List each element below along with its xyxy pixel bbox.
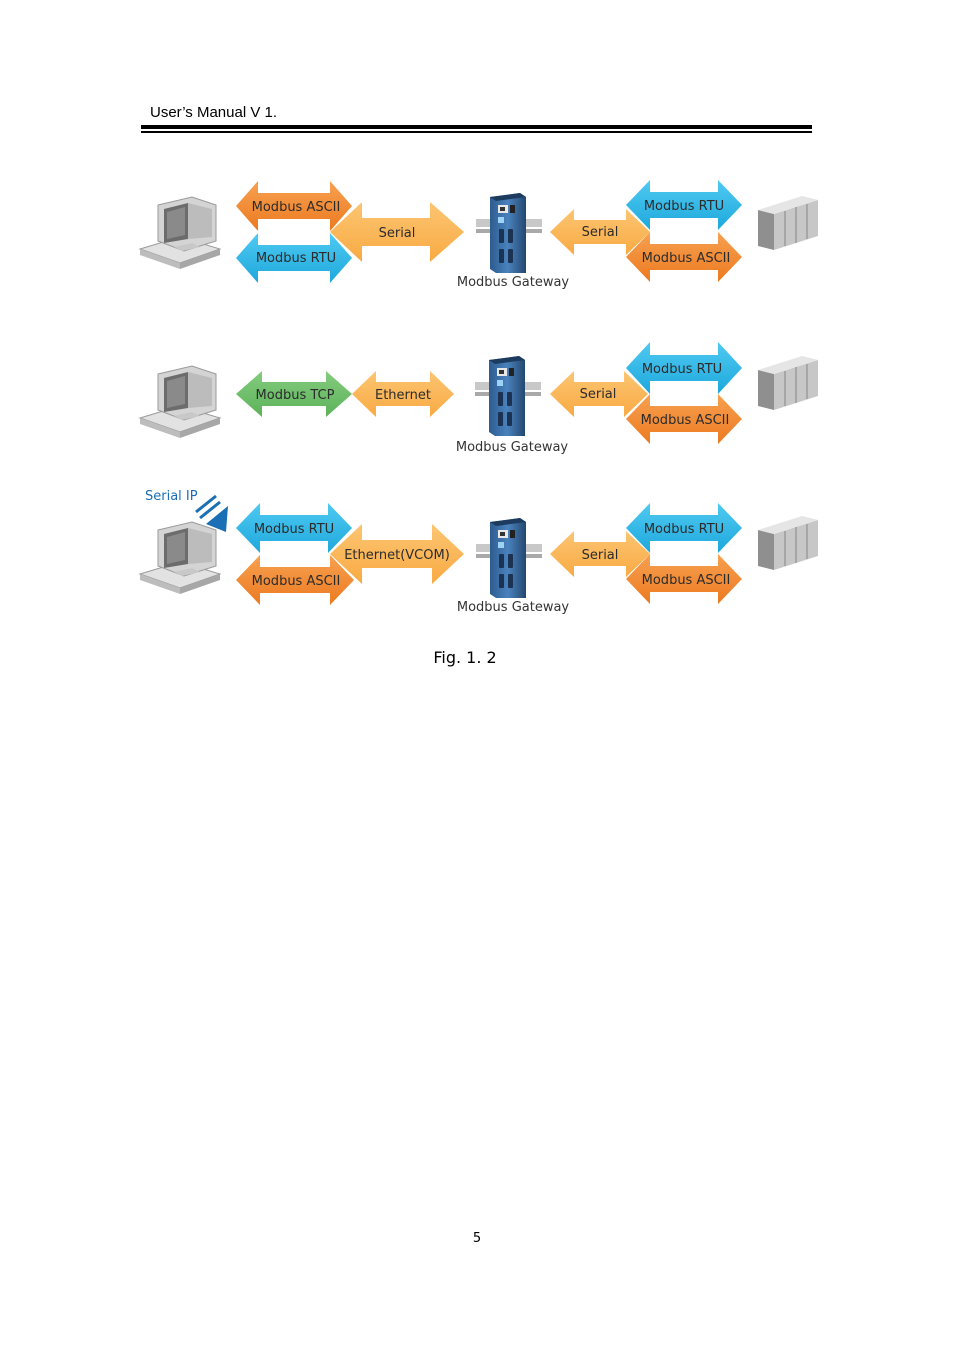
label-modbus-rtu: Modbus RTU [256,251,336,266]
arrow-middle: Ethernet(VCOM) [330,524,464,584]
label-modbus-ascii: Modbus ASCII [252,574,341,589]
header-rule [141,125,812,129]
arrow-right-top: Modbus RTU [626,342,742,394]
header-title: User’s Manual V 1. [150,104,278,121]
arrow-left-bottom: Modbus RTU [236,233,352,283]
header-rule-thin [141,131,812,133]
arrow-right-top: Modbus RTU [626,180,742,230]
arrow-left-bottom: Modbus ASCII [236,555,354,605]
row-2: Modbus TCP Ethernet Modbus Gateway Seria… [139,342,819,455]
computer-icon [139,521,221,595]
modbus-gateway-diagram: Modbus ASCII Modbus RTU Serial Modbus Ga… [139,180,819,615]
page-number: 5 [472,1231,482,1246]
label-modbus-ascii: Modbus ASCII [641,413,730,428]
label-modbus-rtu: Modbus RTU [642,362,722,377]
gateway-device-icon [476,193,542,273]
label-ethernet-vcom: Ethernet(VCOM) [344,548,450,563]
gateway-device-icon [476,518,542,598]
label-serial: Serial [580,387,617,402]
arrow-right-mid: Serial [550,531,650,577]
gateway-label: Modbus Gateway [456,440,569,455]
serial-ip-label: Serial IP [145,489,198,504]
plc-device-icon [757,515,819,571]
gateway-label: Modbus Gateway [457,600,570,615]
plc-device-icon [757,195,819,251]
gateway-label: Modbus Gateway [457,275,570,290]
label-modbus-ascii: Modbus ASCII [252,200,341,215]
label-modbus-ascii: Modbus ASCII [642,573,731,588]
computer-icon [139,196,221,270]
arrow-middle: Serial [330,202,464,262]
label-serial: Serial [582,225,619,240]
arrow-right-top: Modbus RTU [626,503,742,553]
serial-ip-icon [195,494,228,532]
gateway-device-icon [475,356,541,436]
arrow-right-bottom: Modbus ASCII [626,554,742,604]
figure-caption: Fig. 1. 2 [433,648,497,667]
arrow-left-single: Modbus TCP [236,371,352,417]
label-serial: Serial [582,548,619,563]
label-modbus-rtu: Modbus RTU [644,522,724,537]
arrow-left-top: Modbus ASCII [236,181,352,231]
computer-icon [139,365,221,439]
arrow-right-mid: Serial [550,209,650,255]
arrow-right-bottom: Modbus ASCII [626,394,742,444]
row-3: Serial IP Modbus RTU Modbus ASCII Ethern… [139,489,819,615]
label-serial: Serial [379,226,416,241]
label-ethernet: Ethernet [375,388,431,403]
arrow-right-mid: Serial [550,371,648,417]
arrow-left-top: Modbus RTU [236,503,352,553]
label-modbus-tcp: Modbus TCP [256,388,335,403]
arrow-right-bottom: Modbus ASCII [626,232,742,282]
label-modbus-ascii: Modbus ASCII [642,251,731,266]
plc-device-icon [757,355,819,411]
row-1: Modbus ASCII Modbus RTU Serial Modbus Ga… [139,180,819,290]
label-modbus-rtu: Modbus RTU [254,522,334,537]
arrow-middle: Ethernet [352,371,454,417]
label-modbus-rtu: Modbus RTU [644,199,724,214]
